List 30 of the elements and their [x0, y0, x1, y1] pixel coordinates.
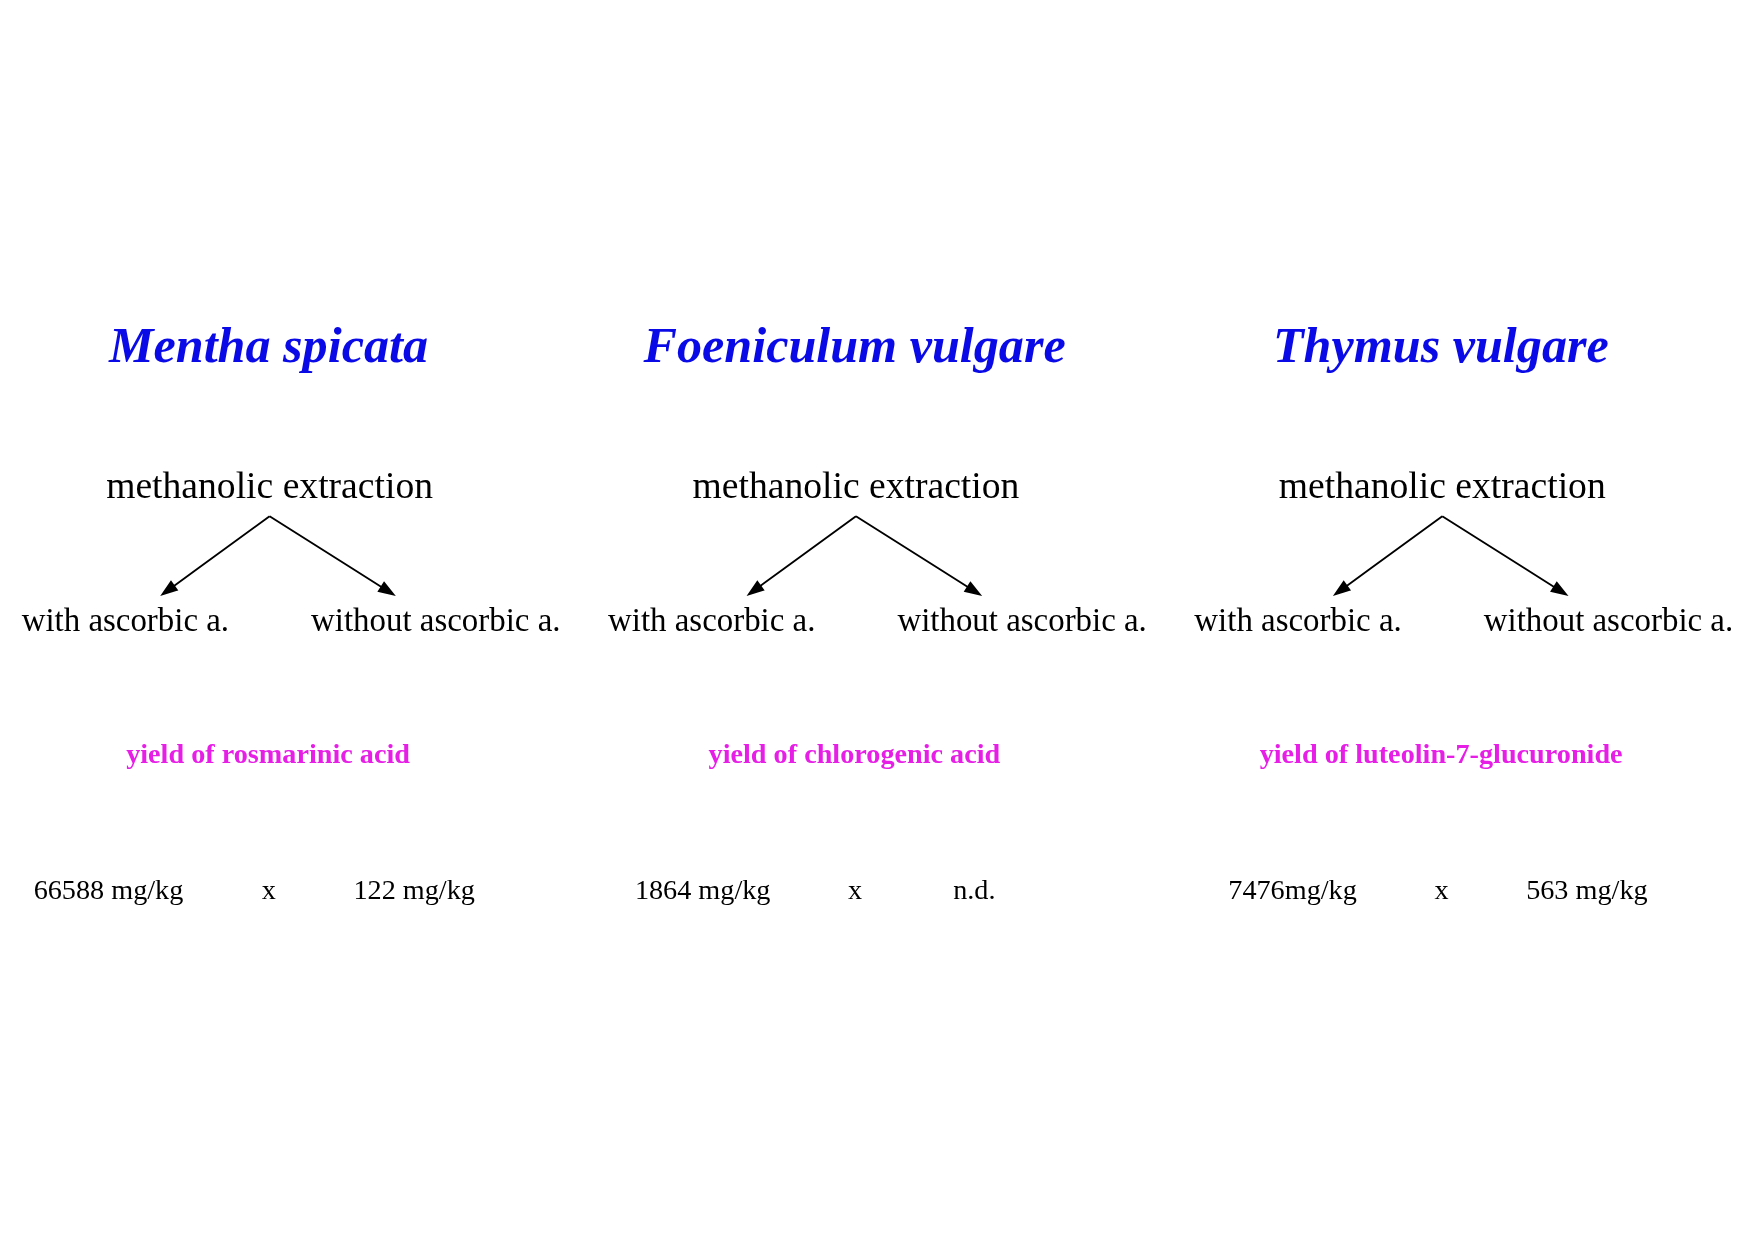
arrow	[746, 515, 857, 596]
label: n.d.	[953, 874, 996, 906]
node-text: methanolic extraction	[692, 463, 1020, 506]
arrow	[855, 515, 983, 597]
label: x	[1434, 874, 1449, 906]
label: 122 mg/kg	[353, 874, 475, 906]
arrow	[1332, 515, 1444, 596]
label: Thymus vulgare	[1272, 316, 1609, 373]
arrow	[160, 515, 271, 596]
label: yield of luteolin-7-glucuronide	[1259, 738, 1623, 770]
node-text: methanolic extraction	[106, 463, 434, 506]
node-text: with ascorbic a.	[21, 602, 230, 639]
label: yield of rosmarinic acid	[126, 738, 410, 770]
label: 7476mg/kg	[1228, 874, 1357, 906]
label: 66588 mg/kg	[33, 874, 184, 906]
label: x	[848, 874, 863, 906]
arrow	[1441, 515, 1569, 597]
node-text: without ascorbic a.	[311, 602, 561, 639]
arrow	[268, 515, 396, 597]
label: 1864 mg/kg	[634, 874, 771, 906]
label: 563 mg/kg	[1526, 874, 1648, 906]
label: yield of chlorogenic acid	[708, 738, 1001, 770]
node-text: without ascorbic a.	[1483, 602, 1734, 639]
node-text: without ascorbic a.	[897, 602, 1147, 639]
label: x	[261, 874, 276, 906]
node-text: methanolic extraction	[1278, 463, 1606, 506]
label: Mentha spicata	[108, 316, 428, 373]
node-text: with ascorbic a.	[1194, 602, 1402, 639]
node-text: with ascorbic a.	[608, 602, 816, 639]
label: Foeniculum vulgare	[643, 316, 1066, 373]
